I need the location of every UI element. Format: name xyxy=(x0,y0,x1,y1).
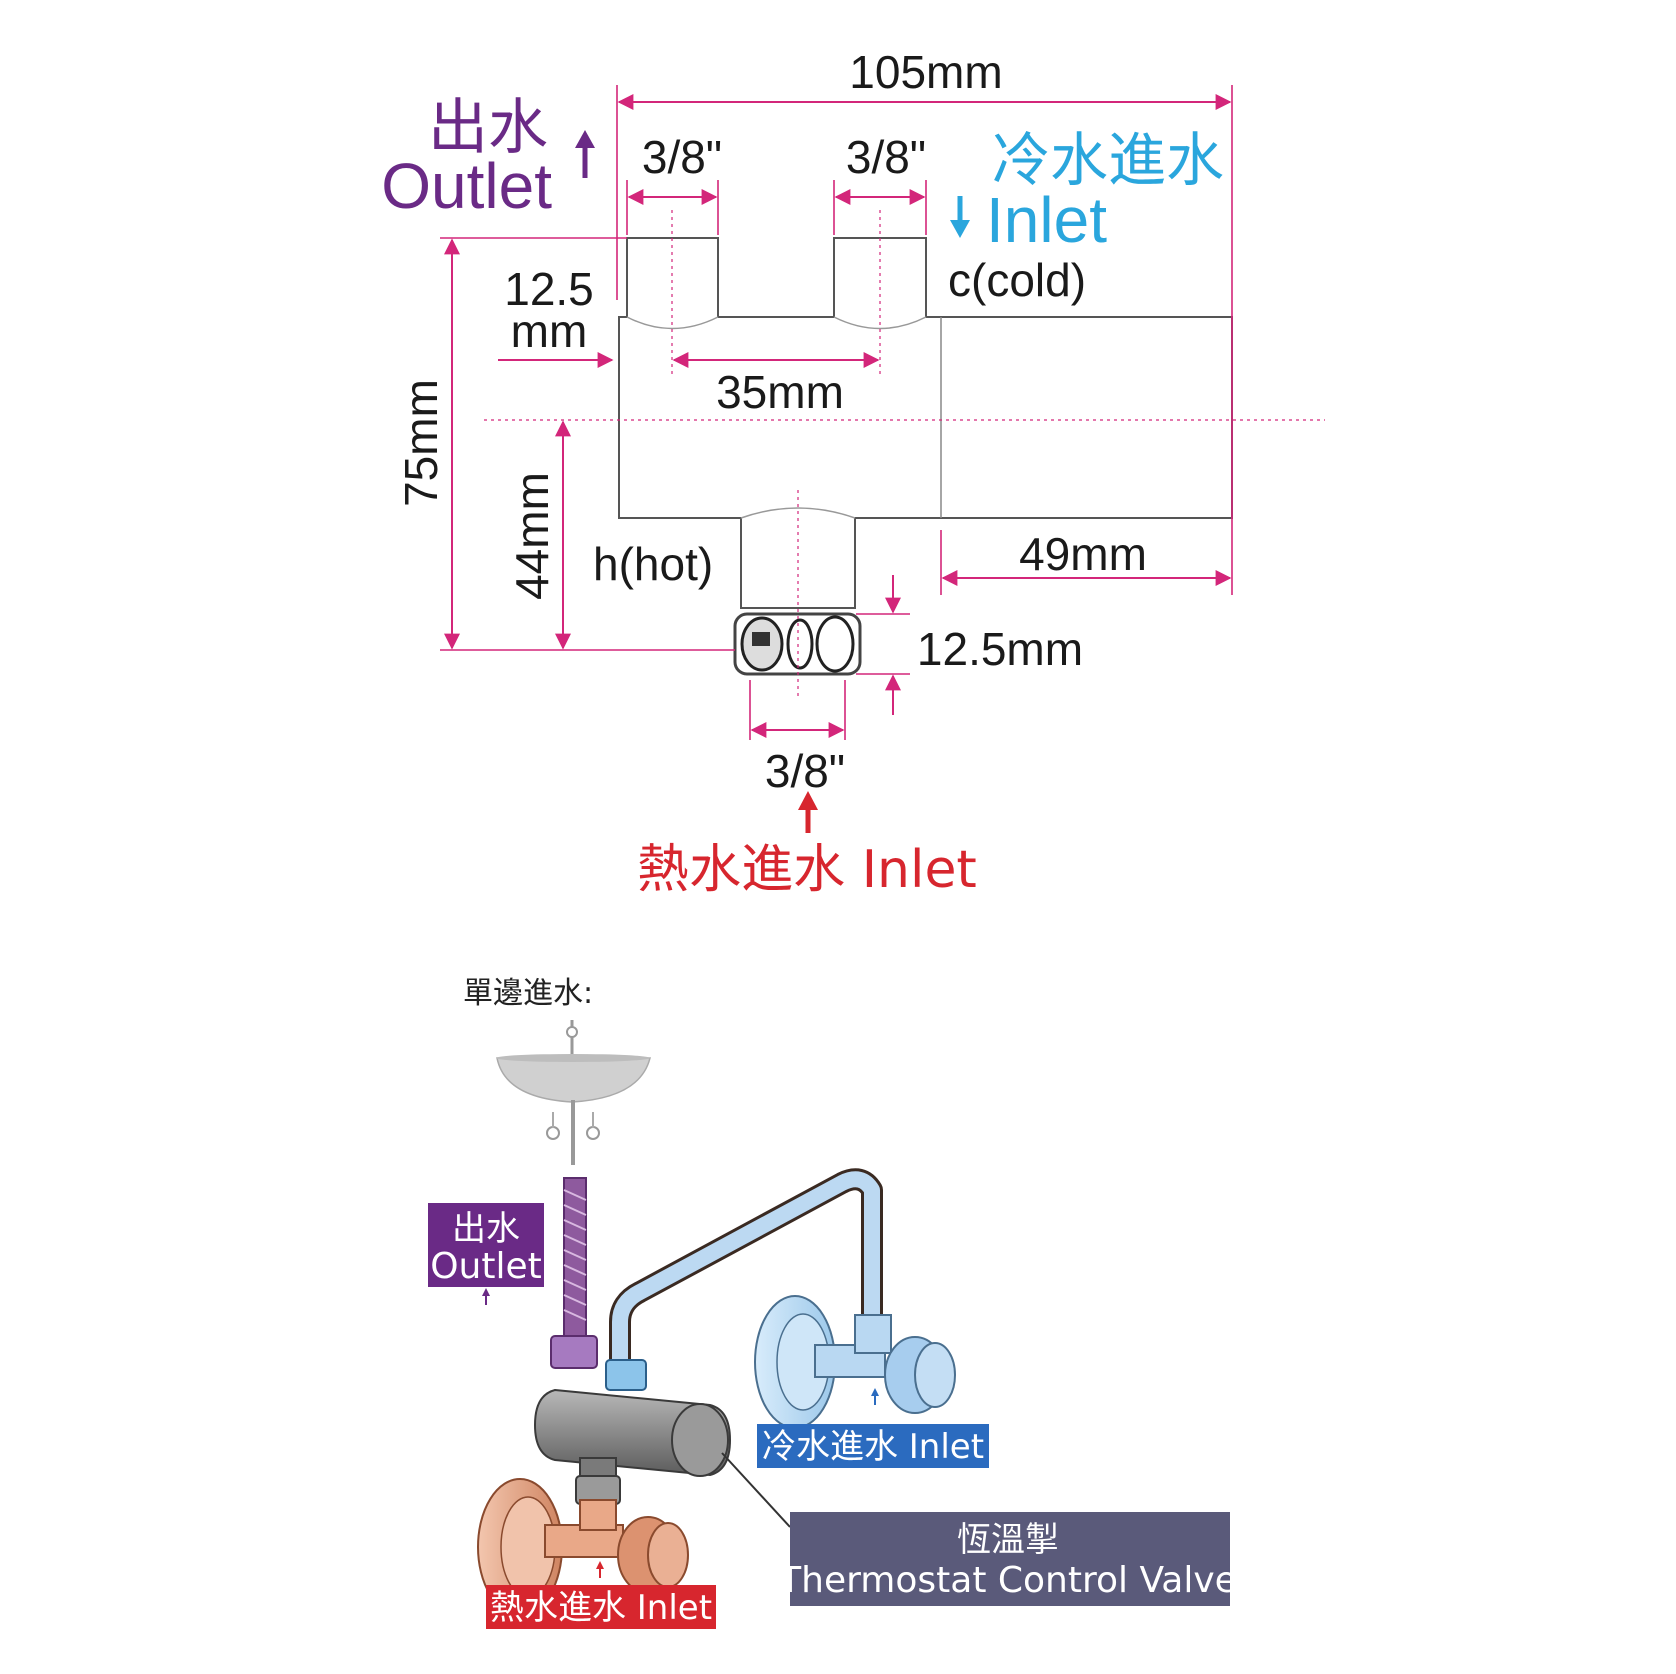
outlet-tag: 出水 Outlet xyxy=(428,1203,544,1305)
outlet-label-en: Outlet xyxy=(381,150,552,222)
technical-drawing: 105mm 3/8" 3/8" 12.5 mm 35mm 75mm 44mm 4… xyxy=(381,46,1325,900)
install-valve-en: Thermostat Control Valve xyxy=(778,1560,1237,1601)
dim-port-height-line1: 12.5 xyxy=(504,263,594,315)
dim-bottom-port: 3/8" xyxy=(765,745,845,797)
sink-icon xyxy=(496,1020,651,1165)
hot-port-label: h(hot) xyxy=(593,538,713,590)
cold-inlet-tag: 冷水進水 Inlet xyxy=(757,1388,989,1468)
installation-illustration: 單邊進水: xyxy=(428,976,1237,1629)
thermostat-valve-icon xyxy=(533,1388,791,1528)
valve-body-outline xyxy=(618,237,1233,676)
cold-inlet-label-en: Inlet xyxy=(986,184,1107,256)
install-outlet-zh: 出水 xyxy=(452,1209,520,1249)
dim-bottom-nut: 12.5mm xyxy=(917,623,1083,675)
outlet-arrow-icon xyxy=(575,130,595,178)
hot-angle-valve-icon xyxy=(477,1478,689,1616)
install-valve-zh: 恆溫掣 xyxy=(957,1520,1059,1560)
dim-overall-width: 105mm xyxy=(849,46,1002,98)
dim-top-port-left: 3/8" xyxy=(642,131,722,183)
hot-inlet-tag: 熱水進水 Inlet xyxy=(486,1561,716,1629)
install-hot-inlet: 熱水進水 Inlet xyxy=(490,1588,712,1628)
dim-port-spacing: 35mm xyxy=(716,366,844,418)
valve-tag: 恆溫掣 Thermostat Control Valve xyxy=(778,1512,1237,1606)
dim-overall-height: 75mm xyxy=(395,379,447,507)
install-cold-inlet: 冷水進水 Inlet xyxy=(762,1427,984,1467)
install-title: 單邊進水: xyxy=(463,976,593,1011)
cold-pipe xyxy=(605,1168,883,1391)
hot-inlet-label: 熱水進水 Inlet xyxy=(637,840,977,900)
outlet-hose xyxy=(550,1177,598,1369)
cold-angle-valve-icon xyxy=(754,1295,956,1429)
cold-inlet-label-zh: 冷水進水 xyxy=(992,126,1224,194)
hot-arrow-icon xyxy=(798,791,818,833)
dim-port-height-line2: mm xyxy=(511,305,588,357)
cold-port-label: c(cold) xyxy=(948,254,1086,306)
dim-top-port-right: 3/8" xyxy=(846,131,926,183)
install-outlet-en: Outlet xyxy=(430,1246,542,1287)
outlet-label-zh: 出水 xyxy=(428,93,548,163)
dim-bottom-port-offset: 44mm xyxy=(506,472,558,600)
dim-right-section: 49mm xyxy=(1019,528,1147,580)
cold-arrow-icon xyxy=(950,196,970,238)
